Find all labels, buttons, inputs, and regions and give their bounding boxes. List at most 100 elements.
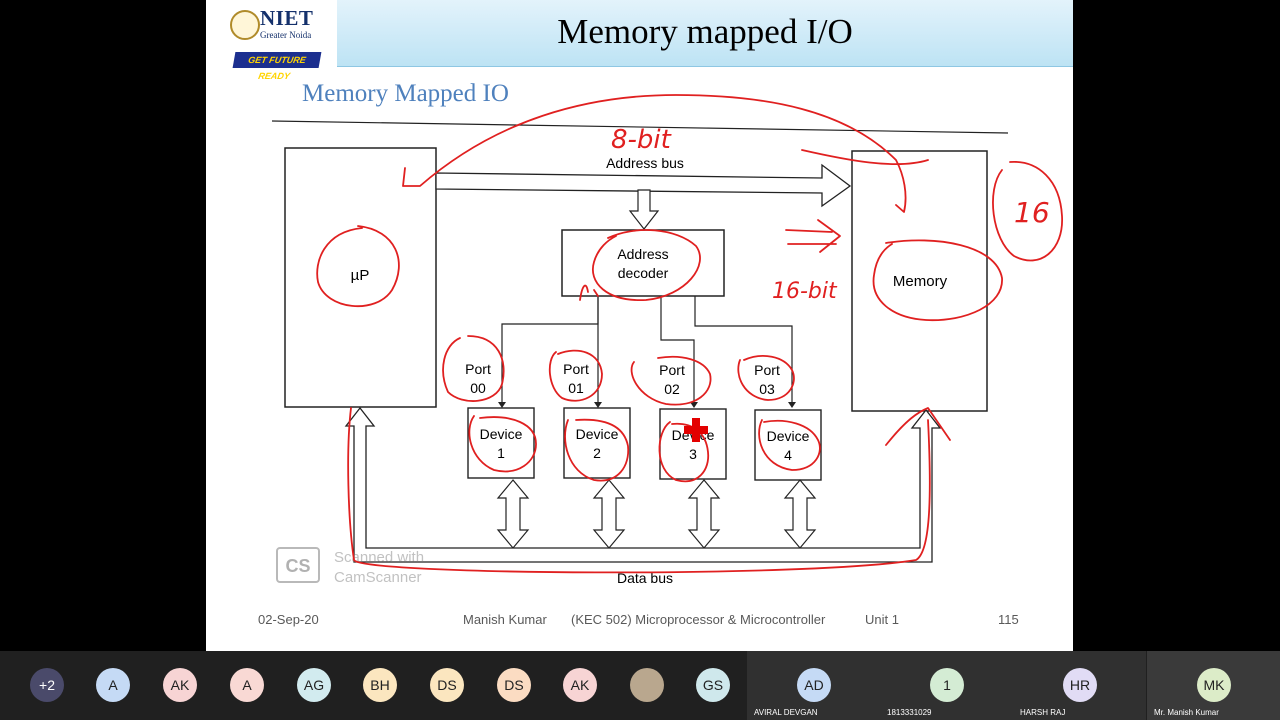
port-label: Port	[563, 361, 589, 377]
annotation-arrow-bus	[785, 219, 841, 253]
participant-avatar: AD	[797, 668, 831, 702]
data-bus-arrow	[344, 406, 942, 563]
participant-avatar: MK	[1197, 668, 1231, 702]
participant-photo-avatar[interactable]	[630, 668, 664, 702]
address-bus-label: Address bus	[606, 155, 684, 171]
device-box	[563, 407, 631, 479]
port-number: 02	[664, 381, 680, 397]
annotation-circle-memory	[872, 239, 1003, 321]
participant-avatar[interactable]: DS	[430, 668, 464, 702]
footer-course: (KEC 502) Microprocessor & Microcontroll…	[571, 612, 826, 627]
scan-line	[271, 120, 1009, 134]
logo-subtext: Greater Noida	[260, 30, 312, 40]
annotation-circle-port	[630, 355, 712, 406]
device-box	[467, 407, 535, 479]
participant-name: Mr. Manish Kumar	[1154, 708, 1219, 717]
device-number: 1	[497, 445, 505, 461]
address-decoder-box	[561, 229, 725, 297]
port-arrowheads	[498, 402, 796, 408]
annotation-address-bus	[801, 149, 929, 165]
camscanner-logo-text: CS	[285, 556, 310, 576]
annotation-bus-trace	[347, 407, 931, 574]
port-labels: Port 00 Port 01 Port 02 Port 03	[465, 361, 780, 397]
port-number: 00	[470, 380, 486, 396]
participant-avatar[interactable]: AK	[563, 668, 597, 702]
annotation-circle-port	[442, 335, 505, 402]
decoder-label-line2: decoder	[618, 265, 669, 281]
participant-avatar[interactable]: AK	[163, 668, 197, 702]
handwritten-annotations	[316, 94, 1063, 574]
device-label: Device	[480, 426, 523, 442]
decoder-port-lines	[501, 296, 793, 402]
participant-avatar[interactable]: GS	[696, 668, 730, 702]
footer-date: 02-Sep-20	[258, 612, 319, 627]
port-label: Port	[754, 362, 780, 378]
watermark-line2: CamScanner	[334, 569, 422, 586]
footer-page-number: 115	[998, 612, 1019, 627]
memory-label: Memory	[893, 273, 948, 290]
data-bus-label: Data bus	[617, 570, 673, 586]
memory-box	[851, 150, 988, 412]
decoder-label-line1: Address	[617, 246, 668, 262]
participant-avatar[interactable]: A	[230, 668, 264, 702]
participant-tile[interactable]: AD AVIRAL DEVGAN	[747, 651, 880, 720]
device-number: 2	[593, 445, 601, 461]
niet-seal-icon	[230, 10, 260, 40]
annotation-circle-device	[564, 418, 630, 482]
port-label: Port	[465, 361, 491, 377]
logo-text: NIET	[260, 6, 314, 30]
annotation-circle-processor	[316, 225, 400, 308]
annotation-arrowhead	[885, 407, 951, 446]
annotation-circle-device	[468, 415, 537, 473]
participant-name: AVIRAL DEVGAN	[754, 708, 818, 717]
niet-logo: NIET Greater Noida GET FUTURE READY	[224, 4, 326, 81]
participant-tile[interactable]: HR HARSH RAJ	[1013, 651, 1146, 720]
title-bar: Memory mapped I/O	[337, 0, 1073, 67]
processor-label: µP	[351, 267, 370, 284]
camscanner-watermark: CS Scanned with CamScanner	[276, 547, 424, 586]
presentation-slide: NIET Greater Noida GET FUTURE READY Memo…	[206, 0, 1073, 651]
annotation-16-bit: 16-bit	[772, 279, 838, 304]
annotation-tick	[579, 284, 599, 301]
annotation-circle-port	[737, 355, 795, 401]
annotation-circle-decoder	[592, 229, 701, 301]
camscanner-logo-icon	[276, 547, 320, 583]
device-bus-arrows	[496, 479, 817, 549]
address-bus-arrow	[435, 163, 852, 208]
device-label: Device	[767, 428, 810, 444]
participant-tile[interactable]: MK Mr. Manish Kumar	[1147, 651, 1280, 720]
annotation-text: 8-bit 16-bit 16	[611, 125, 1050, 304]
processor-box	[284, 147, 437, 408]
watermark-line1: Scanned with	[334, 549, 424, 566]
annotation-circle-port	[548, 349, 603, 402]
footer-author: Manish Kumar	[463, 612, 547, 627]
port-number: 01	[568, 380, 584, 396]
annotation-16: 16	[1014, 196, 1050, 229]
port-label: Port	[659, 362, 685, 378]
participant-avatar: HR	[1063, 668, 1097, 702]
participants-overflow-button[interactable]: +2	[30, 668, 64, 702]
annotation-circle-device	[758, 419, 821, 471]
participant-avatar[interactable]: AG	[297, 668, 331, 702]
device-boxes	[467, 407, 822, 481]
memory-mapped-io-diagram: µP Memory Address bus Address decoder Po…	[271, 94, 1063, 586]
decoder-input-arrow	[628, 189, 660, 230]
annotation-arrow-to-memory	[402, 94, 907, 213]
slide-title: Memory mapped I/O	[557, 12, 853, 51]
annotation-circle-16	[992, 161, 1063, 262]
device-number: 4	[784, 447, 792, 463]
footer-unit: Unit 1	[865, 612, 899, 627]
participant-avatar[interactable]: BH	[363, 668, 397, 702]
participant-name: 1813331029	[887, 708, 932, 717]
participant-tile[interactable]: 1 1813331029	[880, 651, 1013, 720]
slide-heading: Memory Mapped IO	[302, 80, 509, 107]
participant-avatar[interactable]: DS	[497, 668, 531, 702]
annotation-8-bit: 8-bit	[611, 125, 672, 155]
device-label: Device	[576, 426, 619, 442]
laser-pointer-icon	[684, 418, 708, 442]
participant-avatar[interactable]: A	[96, 668, 130, 702]
participant-avatar: 1	[930, 668, 964, 702]
participant-name: HARSH RAJ	[1020, 708, 1066, 717]
device-number: 3	[689, 446, 697, 462]
port-number: 03	[759, 381, 775, 397]
